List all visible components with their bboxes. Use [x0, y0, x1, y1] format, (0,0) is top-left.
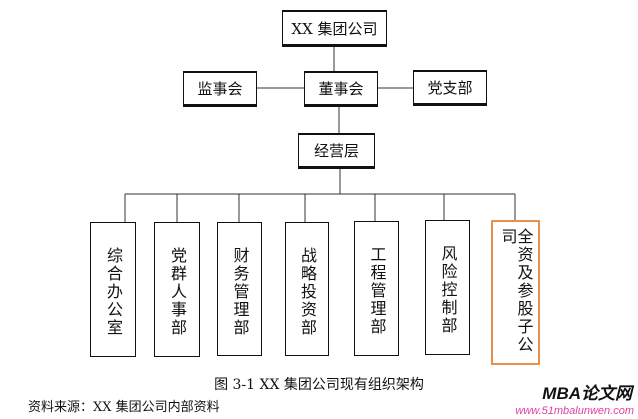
- node-label: 风险控制部: [438, 245, 458, 335]
- node-label: 党群人事部: [168, 247, 187, 337]
- node-department: 综合办公室: [90, 222, 136, 357]
- figure-caption: 图 3-1 XX 集团公司现有组织架构: [214, 377, 424, 393]
- node-department: 战略投资部: [285, 222, 329, 356]
- node-management: 经营层: [298, 133, 375, 169]
- source-note: 资料来源：XX 集团公司内部资料: [28, 400, 220, 415]
- node-department: 财务管理部: [217, 222, 262, 356]
- node-label: 综合办公室: [104, 247, 123, 337]
- node-board: 董事会: [304, 71, 378, 107]
- node-label: 党支部: [427, 79, 473, 97]
- node-label: 战略投资部: [298, 247, 317, 337]
- node-label: 经营层: [313, 142, 359, 160]
- watermark-brand: MBA论文网: [542, 384, 632, 403]
- node-root: XX 集团公司: [282, 10, 387, 47]
- node-label: XX 集团公司: [291, 19, 378, 38]
- node-department: 党群人事部: [154, 222, 200, 357]
- node-department: 风险控制部: [425, 220, 470, 355]
- watermark-url: www.51mbalunwen.com: [515, 405, 634, 417]
- node-department: 工程管理部: [354, 221, 399, 356]
- node-label: 财务管理部: [230, 247, 250, 337]
- node-party: 党支部: [413, 70, 487, 106]
- node-supervisory: 监事会: [183, 71, 257, 107]
- node-label: 全资及参股子公司: [498, 228, 534, 354]
- node-subsidiaries: 全资及参股子公司: [491, 220, 540, 365]
- node-label: 监事会: [197, 80, 243, 98]
- node-label: 董事会: [318, 80, 364, 98]
- node-label: 工程管理部: [367, 246, 387, 336]
